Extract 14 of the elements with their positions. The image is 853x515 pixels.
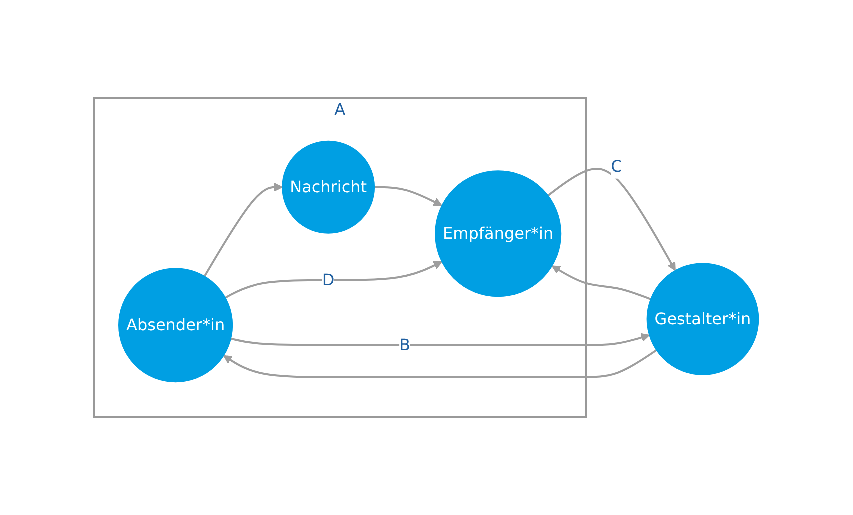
edge-label: B [400, 335, 411, 354]
arrow [224, 349, 658, 378]
arrow [374, 186, 443, 206]
arrow [230, 333, 650, 346]
arrow [225, 261, 443, 299]
arrow [552, 266, 652, 300]
node-circle: Nachricht [282, 140, 376, 234]
node-circle: Empfänger*in [435, 170, 562, 298]
edge-label: C [611, 156, 622, 176]
arrow [548, 168, 676, 272]
node-circle: Gestalter*in [646, 262, 760, 376]
edge-label: D [322, 270, 335, 290]
node-circle: Absender*in [118, 268, 234, 383]
arrow [204, 182, 284, 277]
